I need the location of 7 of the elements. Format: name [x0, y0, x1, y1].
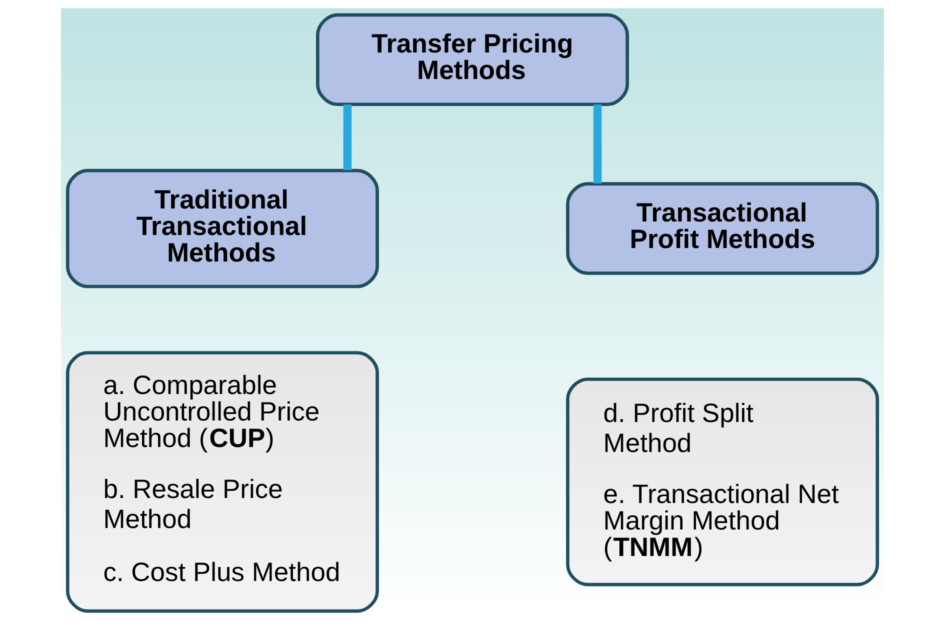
- node-box: Transactional Profit Methods: [566, 182, 880, 275]
- node-box: Transfer Pricing Methods: [316, 13, 629, 106]
- connector: [343, 104, 352, 170]
- connector: [593, 104, 602, 184]
- node-box: Traditional Transactional Methods: [66, 168, 379, 288]
- node-box: d. Profit Split Method e. Transactional Net Margin Method (TNMM): [566, 378, 880, 586]
- node-box: a. Comparable Uncontrolled Price Method (CUP) b. Resale Price Method c. Cost Plus Method: [66, 351, 379, 613]
